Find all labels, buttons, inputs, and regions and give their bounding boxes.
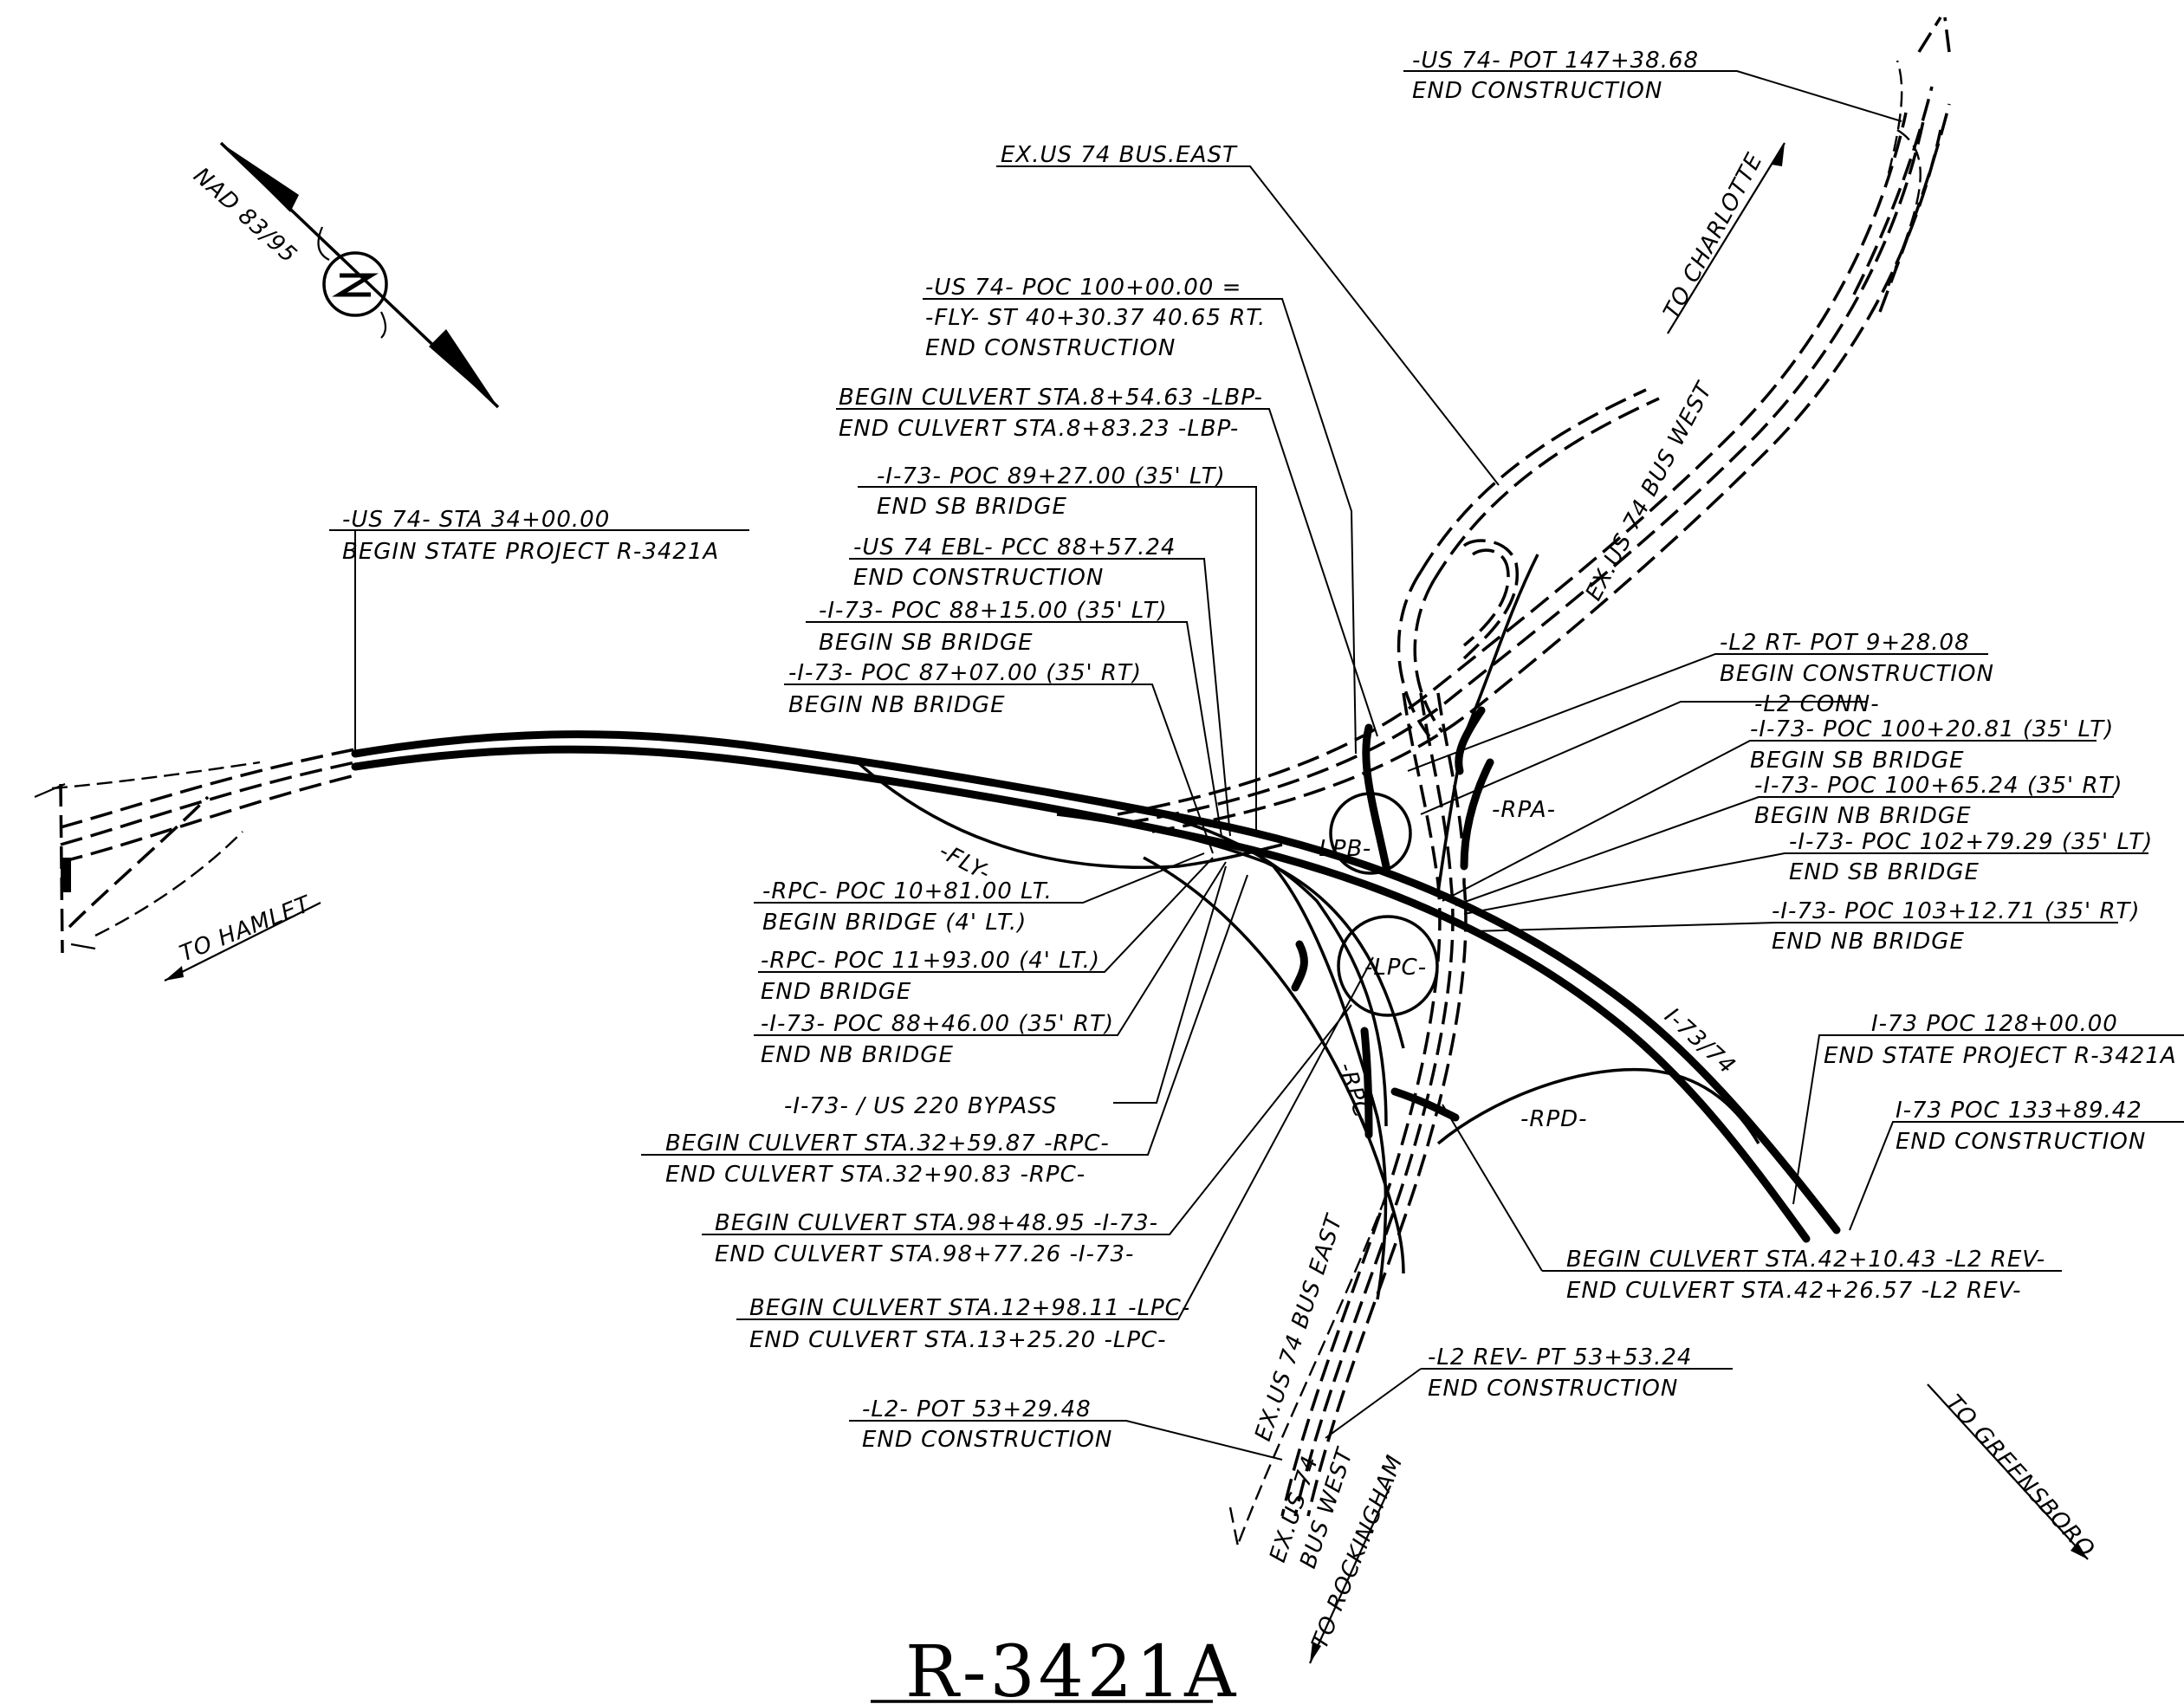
road-ex-us74-bus-east-top: EX.US 74 BUS.EAST (1001, 142, 1238, 168)
callout-l2rev-pt-1: -L2 REV- PT 53+53.24 (1428, 1344, 1692, 1370)
callout-culvert-rpc-2: END CULVERT STA.32+90.83 -RPC- (665, 1162, 1086, 1188)
datum-label: NAD 83/95 (188, 163, 301, 269)
callout-i73-poc10312-1: -I-73- POC 103+12.71 (35' RT) (1772, 898, 2141, 924)
callout-i73-poc8707-2: BEGIN NB BRIDGE (788, 692, 1006, 718)
lpb-loop (1329, 792, 1412, 875)
callout-i73-poc128-2: END STATE PROJECT R-3421A (1824, 1043, 2177, 1069)
callout-rpc-poc1081-2: BEGIN BRIDGE (4' LT.) (762, 910, 1027, 936)
callout-i73-poc8927-1: -I-73- POC 89+27.00 (35' LT) (877, 463, 1226, 489)
callout-i73-poc10279-2: END SB BRIDGE (1789, 859, 1980, 885)
callout-l2rev-pt-2: END CONSTRUCTION (1428, 1376, 1678, 1402)
interchange-loop (1397, 539, 1539, 893)
callout-us74-pot-1: -US 74- POT 147+38.68 (1412, 48, 1699, 74)
direction-to-greensboro: TO GREENSBORO (1941, 1390, 2100, 1564)
callout-us74-pot-2: END CONSTRUCTION (1412, 78, 1662, 104)
callout-bypass: -I-73- / US 220 BYPASS (784, 1093, 1057, 1119)
callout-i73-poc8927-2: END SB BRIDGE (877, 494, 1067, 520)
callout-i73-poc8815-2: BEGIN SB BRIDGE (819, 630, 1034, 656)
callout-culvert-lbp-2: END CULVERT STA.8+83.23 -LBP- (839, 416, 1239, 442)
callout-i73-poc10020-2: BEGIN SB BRIDGE (1750, 748, 1965, 774)
callout-i73-poc10065-1: -I-73- POC 100+65.24 (35' RT) (1754, 773, 2123, 799)
callout-rpc-poc1193-1: -RPC- POC 11+93.00 (4' LT.) (761, 948, 1100, 974)
north-south-roadway (1228, 692, 1468, 1552)
road-ex-us74-bus-east-s: EX.US 74 BUS EAST (1250, 1210, 1348, 1444)
mainline-i73 (351, 730, 1841, 1243)
road-lpb: -LPB- (1310, 836, 1371, 862)
callout-l2rt-pot-1: -L2 RT- POT 9+28.08 (1720, 630, 1970, 656)
north-arrow-icon (219, 141, 500, 409)
road-rpa: -RPA- (1492, 797, 1556, 823)
callout-l2-pot-2: END CONSTRUCTION (862, 1427, 1112, 1453)
callout-us74-poc100-2: -FLY- ST 40+30.37 40.65 RT. (925, 305, 1266, 331)
callout-i73-poc128-1: I-73 POC 128+00.00 (1871, 1011, 2118, 1037)
callout-culvert-lbp-1: BEGIN CULVERT STA.8+54.63 -LBP- (839, 385, 1263, 411)
fly-ramp (856, 761, 1405, 1300)
callout-i73-poc10279-1: -I-73- POC 102+79.29 (35' LT) (1789, 829, 2153, 855)
callout-l2-pot-1: -L2- POT 53+29.48 (862, 1396, 1092, 1422)
callout-i73-poc8846-2: END NB BRIDGE (761, 1042, 954, 1068)
callout-culvert-i73-2: END CULVERT STA.98+77.26 -I-73- (715, 1241, 1134, 1267)
us74-bus-northeast (1117, 16, 1951, 833)
callout-us74-sta34-2: BEGIN STATE PROJECT R-3421A (342, 539, 719, 565)
callout-i73-poc10312-2: END NB BRIDGE (1772, 929, 1965, 955)
leader-lines (329, 70, 2184, 1461)
direction-arrows (164, 142, 2089, 1664)
sheet-title: R-3421A (905, 1631, 1239, 1704)
direction-to-charlotte: TO CHARLOTTE (1659, 149, 1768, 324)
rpc-rpd-ramps (1143, 856, 1760, 1274)
callout-l2rt-pot-3: -L2 CONN- (1754, 691, 1880, 717)
callout-i73-poc10065-2: BEGIN NB BRIDGE (1754, 803, 1972, 829)
callout-culvert-l2rev-2: END CULVERT STA.42+26.57 -L2 REV- (1566, 1278, 2022, 1304)
callout-us74-poc100-3: END CONSTRUCTION (925, 335, 1176, 361)
callout-culvert-lpc-2: END CULVERT STA.13+25.20 -LPC- (749, 1327, 1167, 1353)
callout-culvert-i73-1: BEGIN CULVERT STA.98+48.95 -I-73- (715, 1210, 1158, 1236)
callout-l2rt-pot-2: BEGIN CONSTRUCTION (1720, 661, 1994, 687)
callout-i73-poc8815-1: -I-73- POC 88+15.00 (35' LT) (819, 598, 1168, 624)
callout-us74-sta34-1: -US 74- STA 34+00.00 (342, 507, 610, 533)
callout-us74-ebl-1: -US 74 EBL- PCC 88+57.24 (853, 535, 1176, 560)
road-lpc: -LPC- (1364, 955, 1427, 981)
callout-us74-ebl-2: END CONSTRUCTION (853, 565, 1104, 591)
callout-culvert-lpc-1: BEGIN CULVERT STA.12+98.11 -LPC- (749, 1295, 1190, 1321)
callout-i73-poc10020-1: -I-73- POC 100+20.81 (35' LT) (1750, 716, 2114, 742)
callout-culvert-l2rev-1: BEGIN CULVERT STA.42+10.43 -L2 REV- (1566, 1247, 2045, 1273)
west-roadway (34, 748, 356, 954)
callout-us74-poc100-1: -US 74- POC 100+00.00 = (925, 275, 1241, 301)
road-rpd: -RPD- (1520, 1106, 1588, 1132)
callout-i73-poc8846-1: -I-73- POC 88+46.00 (35' RT) (761, 1011, 1114, 1037)
callout-rpc-poc1081-1: -RPC- POC 10+81.00 LT. (762, 878, 1053, 904)
callout-i73-poc8707-1: -I-73- POC 87+07.00 (35' RT) (788, 660, 1142, 686)
callout-culvert-rpc-1: BEGIN CULVERT STA.32+59.87 -RPC- (665, 1131, 1110, 1157)
callout-rpc-poc1193-2: END BRIDGE (761, 979, 911, 1005)
callout-i73-poc133-2: END CONSTRUCTION (1896, 1129, 2146, 1155)
callout-i73-poc133-1: I-73 POC 133+89.42 (1896, 1098, 2142, 1124)
lpc-loop (1337, 915, 1439, 1017)
direction-to-hamlet: TO HAMLET (176, 891, 315, 967)
